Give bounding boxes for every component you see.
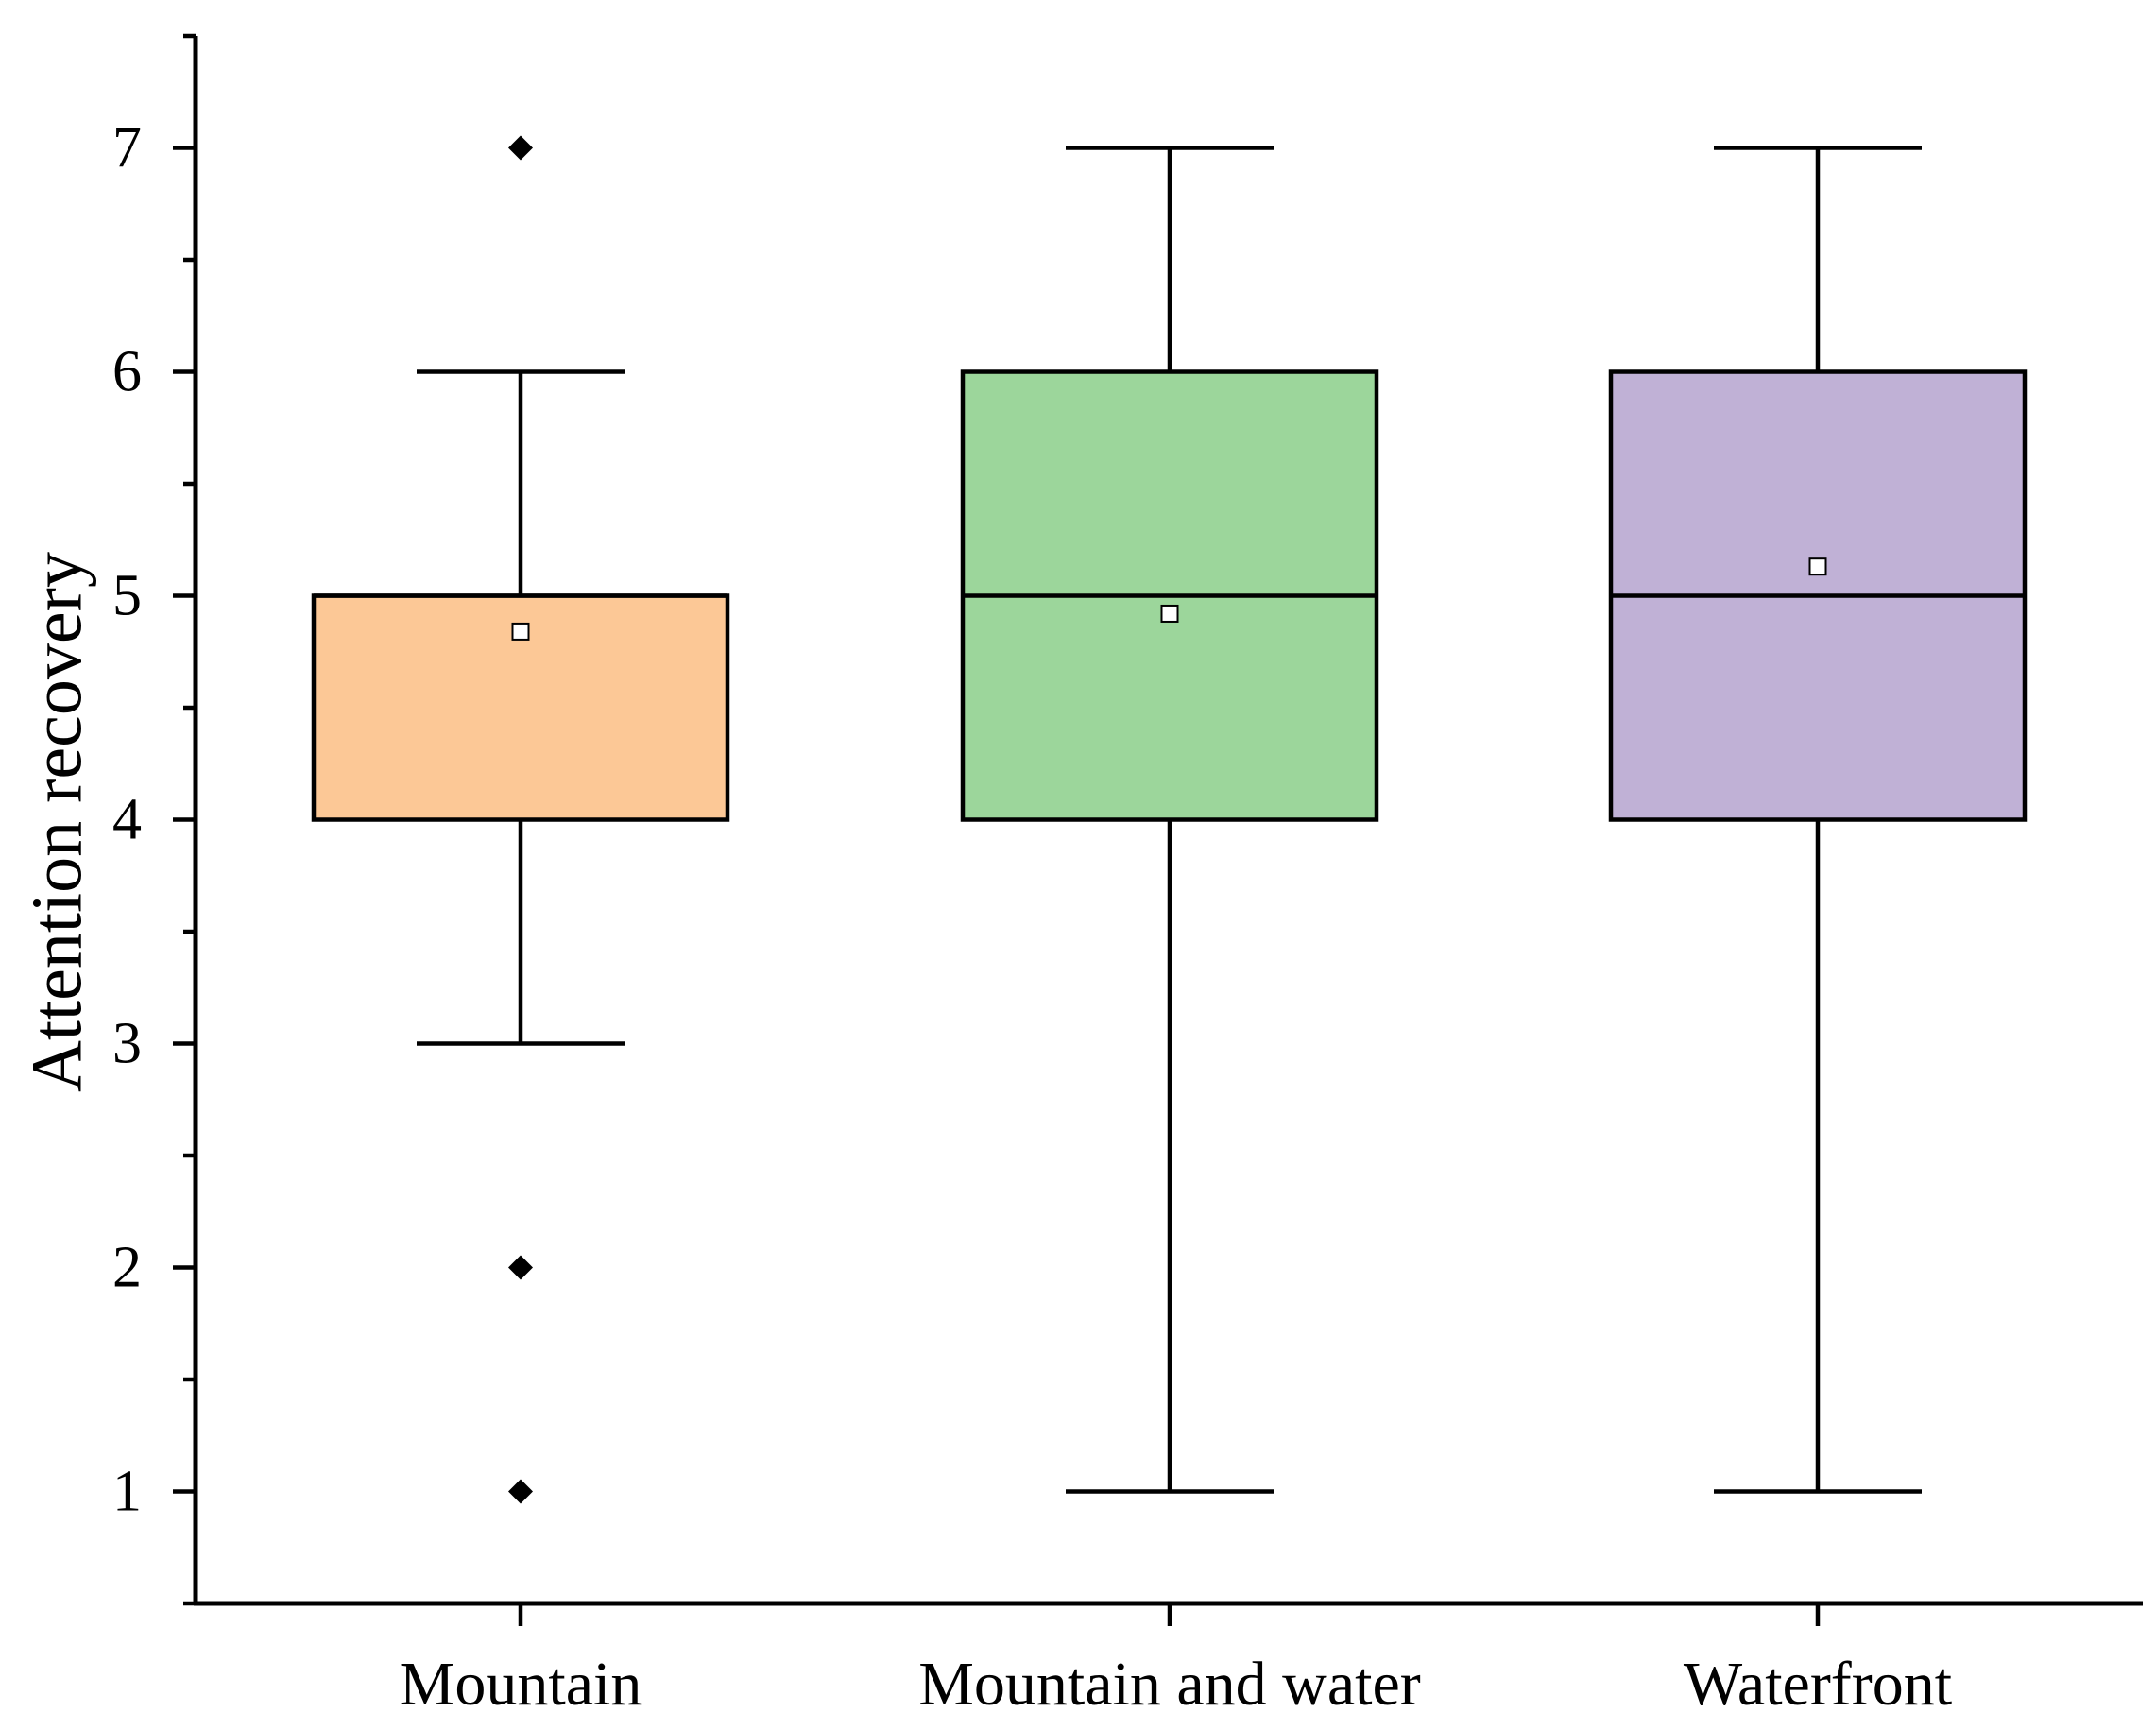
- y-tick-label: 2: [112, 1236, 142, 1300]
- y-tick-label: 6: [112, 340, 142, 404]
- mean-marker: [1160, 604, 1179, 623]
- y-tick-label: 7: [112, 116, 142, 180]
- y-tick-label: 5: [112, 564, 142, 628]
- mean-marker: [511, 622, 530, 641]
- box-group-waterfront: [1608, 146, 2028, 1494]
- outlier-point: [508, 135, 533, 161]
- box-group-mountain: [311, 135, 730, 1504]
- outlier-point: [508, 1479, 533, 1504]
- x-tick-label: Mountain and water: [918, 1650, 1421, 1719]
- y-tick-label: 4: [112, 788, 142, 852]
- box-group-mountain-and-water: [960, 146, 1379, 1494]
- x-tick-label: Waterfront: [1684, 1650, 1952, 1719]
- x-tick-label: Mountain: [400, 1650, 642, 1719]
- y-tick-label: 3: [112, 1012, 142, 1076]
- axes: Mountain Mountain and water Waterfront 1 2 3 4…: [112, 33, 2143, 1719]
- outlier-point: [508, 1255, 533, 1280]
- y-axis-title: Attention recovery: [17, 552, 96, 1092]
- y-tick-label: 1: [112, 1460, 142, 1524]
- mean-marker: [1808, 557, 1827, 576]
- plot-area: [311, 135, 2028, 1504]
